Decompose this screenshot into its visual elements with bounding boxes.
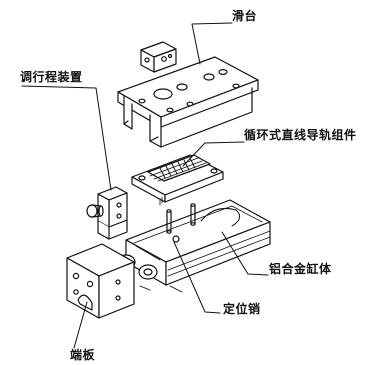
slide-table: [117, 56, 259, 148]
linear-guide-assembly: [131, 154, 224, 206]
leader-lines: [21, 22, 269, 349]
slide-table-hole: [232, 83, 240, 89]
slide-table-hole: [176, 83, 188, 91]
callout-locating-pin: 定位销: [223, 302, 261, 316]
callout-guide-assembly: 循环式直线导轨组件: [244, 128, 357, 142]
callout-stroke-adjuster: 调行程装置: [20, 70, 83, 84]
locating-pins: [166, 203, 196, 243]
leader-stroke-adjuster: [21, 85, 112, 191]
leader-end-plate: [73, 301, 88, 349]
callout-cylinder-body: 铝合金缸体: [269, 262, 332, 276]
leader-guide-assembly: [182, 141, 245, 167]
stroke-adjuster-block: [140, 41, 177, 73]
callout-end-plate: 端板: [70, 348, 96, 362]
slide-table-counterbore: [153, 88, 173, 100]
leader-slide-table: [191, 22, 233, 65]
aluminum-cylinder-body: [116, 199, 271, 293]
slide-table-hole: [203, 73, 215, 81]
slide-table-hole: [186, 101, 194, 107]
leader-cylinder-body: [221, 231, 269, 276]
slide-table-hole: [138, 98, 146, 104]
stroke-adjuster-bracket: [86, 186, 128, 240]
callout-slide-table: 滑台: [232, 9, 258, 23]
slide-table-hole: [166, 107, 174, 113]
end-plate: [66, 243, 135, 319]
leader-locating-pin: [173, 241, 221, 314]
slide-table-hole: [218, 68, 228, 75]
